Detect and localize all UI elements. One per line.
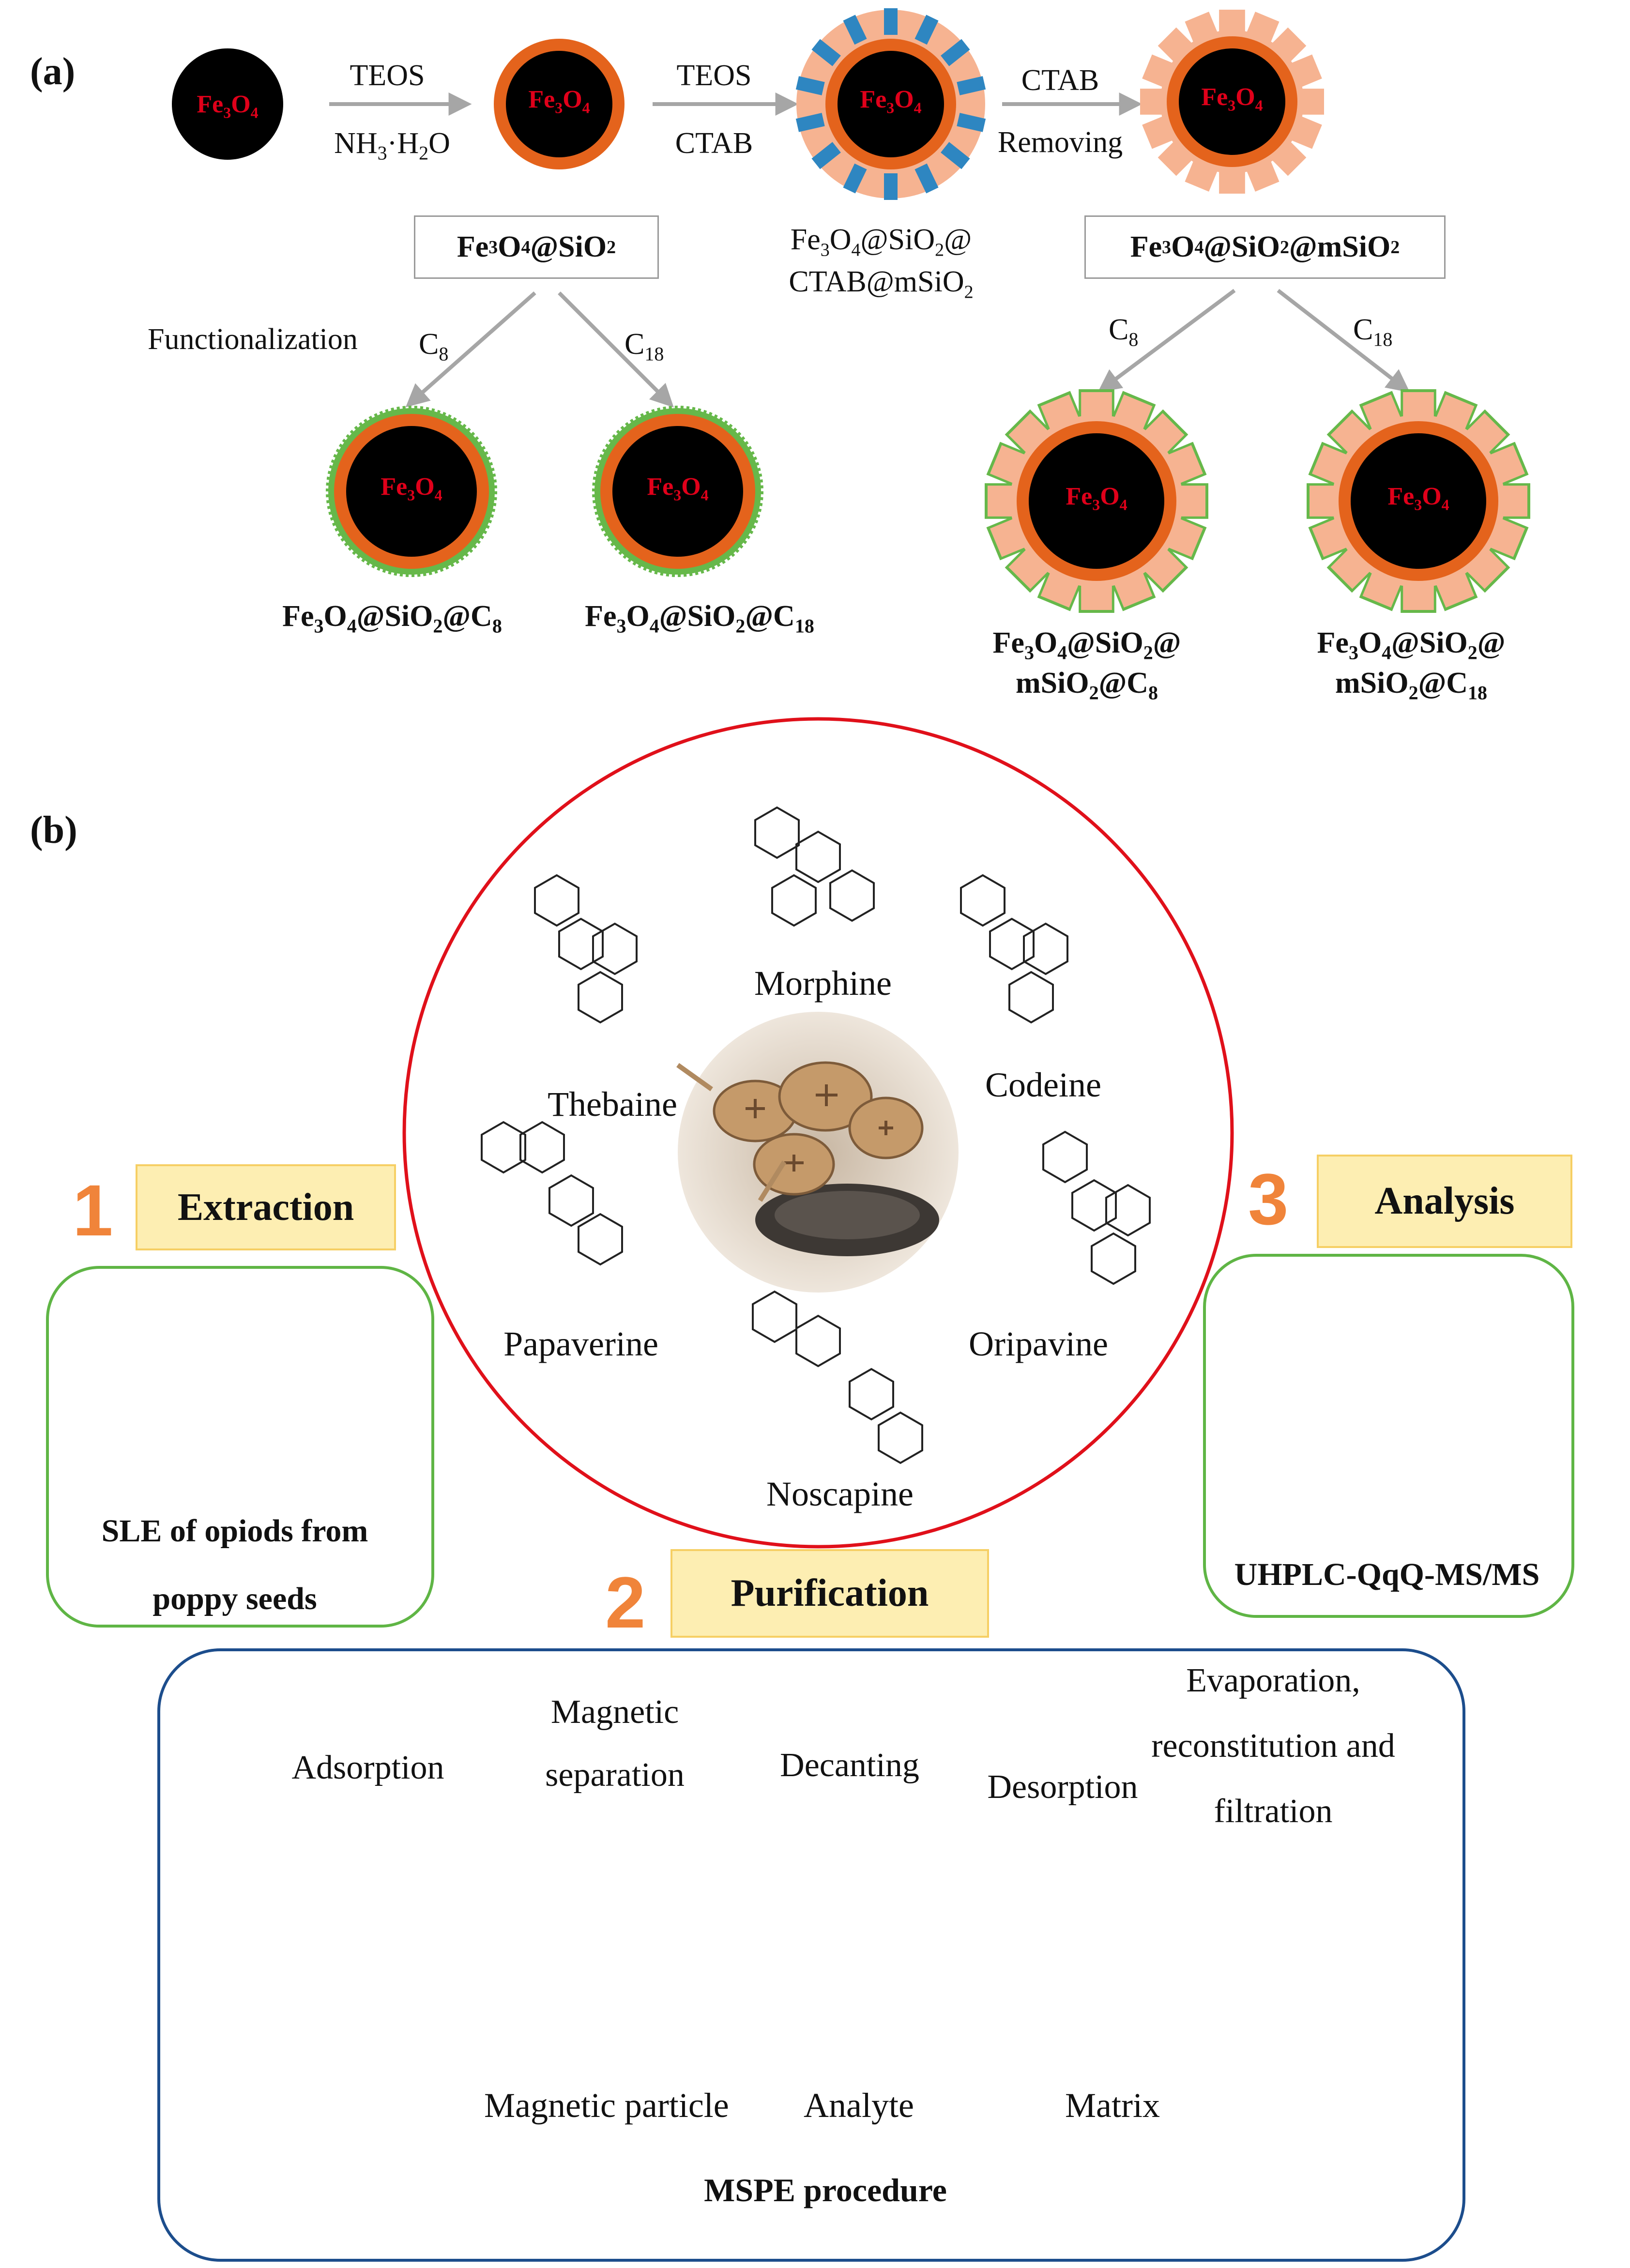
mspe-step-evap-3: filtration bbox=[1214, 1793, 1333, 1830]
core-label: Fe3O4 bbox=[197, 91, 259, 122]
arrow2-top-label: TEOS bbox=[676, 59, 752, 92]
step3-title: Analysis bbox=[1317, 1155, 1572, 1248]
mesoporous-particle bbox=[1140, 10, 1324, 194]
step1-number: 1 bbox=[73, 1170, 113, 1251]
arrow2-bottom-label: CTAB bbox=[675, 127, 753, 160]
step2-number: 2 bbox=[605, 1562, 646, 1643]
arrow3-top-label: CTAB bbox=[1021, 64, 1099, 97]
legend-magnetic: Magnetic particle bbox=[484, 2086, 729, 2125]
silica-coated-particle bbox=[494, 39, 625, 169]
core-label: Fe3O4 bbox=[860, 86, 922, 117]
mspe-step-desorption: Desorption bbox=[987, 1768, 1138, 1806]
core-label: Fe3O4 bbox=[1066, 483, 1127, 514]
mspe-step-adsorption: Adsorption bbox=[291, 1749, 444, 1786]
step1-caption-line2: poppy seeds bbox=[152, 1581, 317, 1616]
functionalization-label: Functionalization bbox=[148, 323, 358, 356]
product-label: Fe3O4@SiO2@C18 bbox=[585, 600, 814, 637]
legend-analyte: Analyte bbox=[804, 2086, 914, 2125]
particle-c18 bbox=[592, 406, 763, 577]
step3-number: 3 bbox=[1248, 1158, 1289, 1240]
mspe-step-evap-1: Evaporation, bbox=[1186, 1662, 1360, 1699]
core-label: Fe3O4 bbox=[1201, 83, 1263, 114]
arrow3-bottom-label: Removing bbox=[997, 126, 1123, 159]
mspe-step-decanting: Decanting bbox=[780, 1747, 919, 1784]
compound-papaverine: Papaverine bbox=[503, 1324, 658, 1363]
step1-caption-line1: SLE of opiods from bbox=[101, 1513, 368, 1549]
step3-box bbox=[1203, 1254, 1574, 1618]
mspe-title: MSPE procedure bbox=[704, 2172, 947, 2208]
product-label: Fe3O4@SiO2@mSiO2@C18 bbox=[1317, 626, 1506, 704]
particle-meso-c18 bbox=[1307, 389, 1530, 613]
c8-label: C8 bbox=[1109, 313, 1139, 350]
process-arrows bbox=[329, 92, 1410, 408]
poppy-photo bbox=[676, 1012, 959, 1293]
particle-meso-c8 bbox=[985, 389, 1208, 613]
step1-title: Extraction bbox=[136, 1164, 396, 1250]
panel-b-label: (b) bbox=[30, 809, 77, 852]
core-label: Fe3O4 bbox=[528, 86, 590, 117]
step2-title: Purification bbox=[670, 1549, 989, 1638]
compound-codeine: Codeine bbox=[985, 1066, 1101, 1104]
compound-morphine: Morphine bbox=[754, 964, 892, 1003]
particle-c8 bbox=[326, 406, 497, 577]
bare-core-particle bbox=[172, 48, 283, 160]
compound-thebaine: Thebaine bbox=[548, 1085, 677, 1124]
core-label: Fe3O4 bbox=[647, 473, 709, 504]
ctab-template-particle bbox=[795, 8, 986, 200]
core-label: Fe3O4 bbox=[1387, 483, 1449, 514]
product-label: Fe3O4@SiO2@C8 bbox=[282, 600, 502, 637]
compound-oripavine: Oripavine bbox=[969, 1324, 1108, 1363]
step3-caption: UHPLC-QqQ-MS/MS bbox=[1234, 1557, 1540, 1592]
molecule-structures bbox=[481, 806, 1151, 1464]
mspe-box bbox=[157, 1648, 1465, 2262]
mspe-step-magnetic-2: separation bbox=[545, 1756, 685, 1794]
step1-box bbox=[46, 1266, 434, 1628]
core-label: Fe3O4 bbox=[381, 473, 442, 504]
panel-a-label: (a) bbox=[30, 50, 76, 93]
c18-label: C18 bbox=[1353, 313, 1393, 350]
arrow1-bottom-label: NH3·H2O bbox=[334, 127, 450, 164]
c18-label: C18 bbox=[625, 328, 664, 365]
arrow1-top-label: TEOS bbox=[350, 59, 425, 92]
legend-matrix: Matrix bbox=[1065, 2086, 1160, 2125]
mspe-step-magnetic-1: Magnetic bbox=[550, 1693, 679, 1731]
intermediate-label: Fe3O4@SiO2@CTAB@mSiO2 bbox=[789, 223, 974, 303]
mspe-step-evap-2: reconstitution and bbox=[1151, 1727, 1395, 1765]
c8-label: C8 bbox=[419, 328, 449, 365]
product-label: Fe3O4@SiO2@mSiO2@C8 bbox=[992, 626, 1181, 704]
compound-noscapine: Noscapine bbox=[766, 1475, 914, 1513]
